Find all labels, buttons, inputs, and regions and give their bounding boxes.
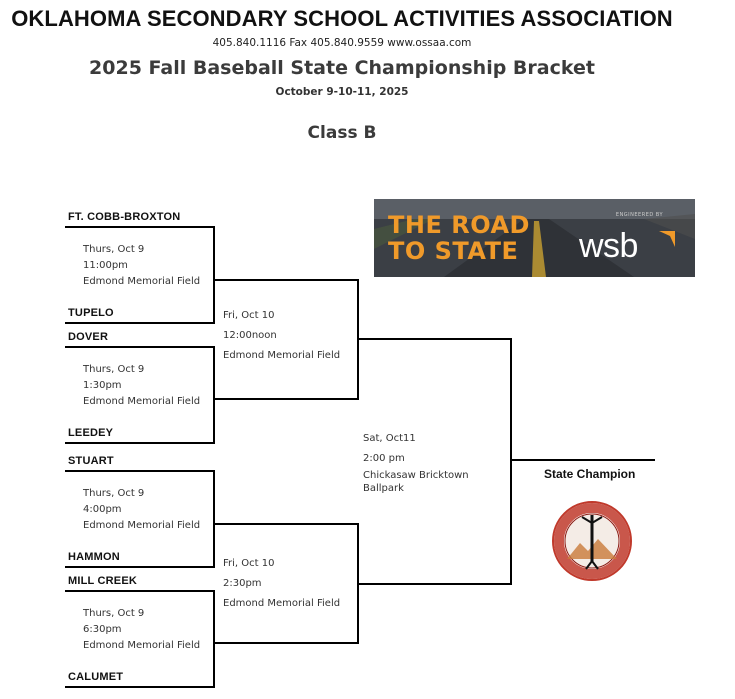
final-time: 2:00 pm	[363, 453, 405, 464]
banner-engineered: ENGINEERED BY	[615, 212, 663, 218]
game-date: Thurs, Oct 9	[83, 244, 145, 255]
state-champion-label: State Champion	[544, 467, 636, 481]
banner-line2: TO STATE	[388, 237, 519, 265]
semifinal-time: 2:30pm	[223, 578, 262, 589]
final-venue-line1: Chickasaw Bricktown	[363, 470, 469, 481]
team-slot: STUART	[68, 455, 114, 467]
semifinal-time: 12:00noon	[223, 330, 277, 341]
game-info: Thurs, Oct 9 6:30pm Edmond Memorial Fiel…	[83, 606, 200, 654]
game-date: Thurs, Oct 9	[83, 608, 145, 619]
game-date: Thurs, Oct 9	[83, 364, 145, 375]
team-slot: CALUMET	[68, 671, 124, 683]
ossaa-seal-icon	[552, 501, 632, 581]
contact-line: 405.840.1116 Fax 405.840.9559 www.ossaa.…	[212, 37, 472, 49]
banner-title: THE ROAD TO STATE	[388, 212, 530, 264]
game-venue: Edmond Memorial Field	[83, 640, 201, 651]
tournament-dates: October 9-10-11, 2025	[275, 86, 409, 98]
game-time: 6:30pm	[83, 624, 122, 635]
wsb-arrow-icon	[659, 231, 675, 247]
game-info: Thurs, Oct 9 4:00pm Edmond Memorial Fiel…	[83, 486, 200, 534]
road-background	[374, 199, 695, 277]
banner-brand: wsb	[579, 227, 638, 265]
team-slot: LEEDEY	[68, 427, 114, 439]
game-venue: Edmond Memorial Field	[83, 396, 201, 407]
banner-line1: THE ROAD	[388, 211, 530, 239]
final-venue-line2: Ballpark	[363, 483, 404, 494]
game-info: Thurs, Oct 9 1:30pm Edmond Memorial Fiel…	[83, 362, 200, 410]
team-slot: TUPELO	[68, 307, 114, 319]
game-time: 11:00pm	[83, 260, 128, 271]
game-time: 1:30pm	[83, 380, 122, 391]
org-name: OKLAHOMA SECONDARY SCHOOL ACTIVITIES ASS…	[11, 6, 673, 31]
final-info: Sat, Oct11 2:00 pm Chickasaw Bricktown B…	[363, 429, 469, 495]
team-slot: DOVER	[68, 331, 109, 343]
final-date: Sat, Oct11	[363, 433, 416, 444]
class-label: Class B	[307, 123, 377, 143]
semifinal-date: Fri, Oct 10	[223, 558, 275, 569]
team-slot: MILL CREEK	[68, 575, 138, 587]
bracket-title: 2025 Fall Baseball State Championship Br…	[89, 57, 595, 79]
semifinal-date: Fri, Oct 10	[223, 310, 275, 321]
game-date: Thurs, Oct 9	[83, 488, 145, 499]
team-slot: HAMMON	[68, 551, 120, 563]
semifinal-info: Fri, Oct 10 12:00noon Edmond Memorial Fi…	[223, 306, 340, 366]
game-venue: Edmond Memorial Field	[83, 276, 201, 287]
road-to-state-banner: THE ROAD TO STATE ENGINEERED BY wsb	[374, 199, 695, 277]
semifinal-info: Fri, Oct 10 2:30pm Edmond Memorial Field	[223, 554, 340, 614]
game-time: 4:00pm	[83, 504, 122, 515]
semifinal-venue: Edmond Memorial Field	[223, 350, 341, 361]
semifinal-venue: Edmond Memorial Field	[223, 598, 341, 609]
game-venue: Edmond Memorial Field	[83, 520, 201, 531]
game-info: Thurs, Oct 9 11:00pm Edmond Memorial Fie…	[83, 242, 200, 290]
team-slot: FT. COBB-BROXTON	[68, 211, 181, 223]
